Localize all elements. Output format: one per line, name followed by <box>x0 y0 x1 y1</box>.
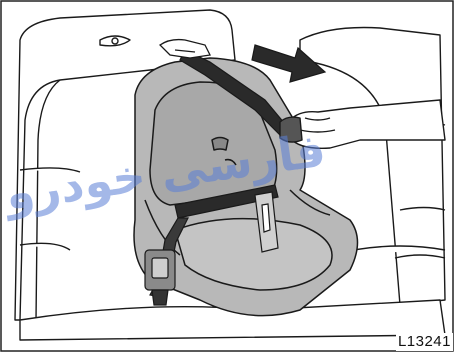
seatbelt-buckle-icon <box>145 250 175 305</box>
figure-reference-code: L13241 <box>396 333 453 351</box>
